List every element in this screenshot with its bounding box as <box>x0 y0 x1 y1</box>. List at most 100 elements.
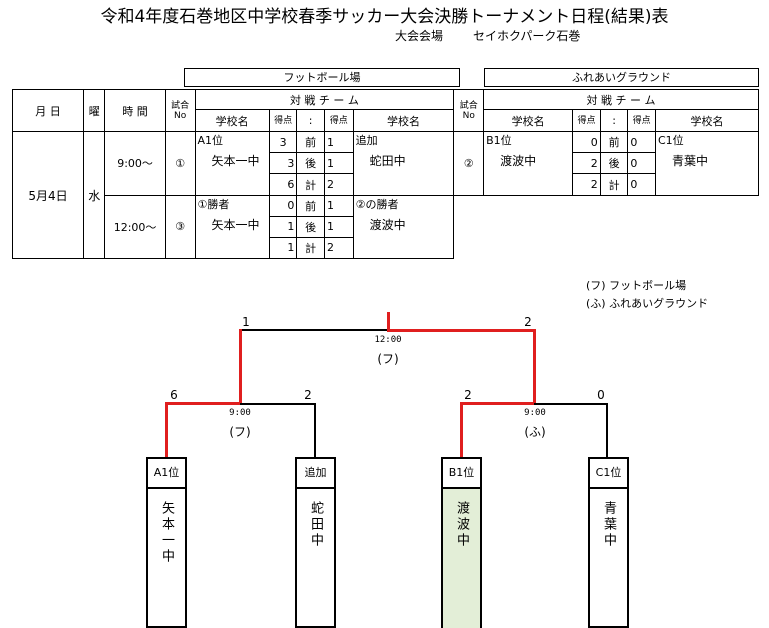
header-match-no: 試合No <box>164 88 196 133</box>
team-name: 渡波中 <box>500 154 537 169</box>
semi2-left-score: 2 <box>464 388 472 402</box>
header-score-2: 得点 <box>572 109 601 133</box>
header-match-no-2: 試合No <box>453 88 485 133</box>
score-left-2: 2 <box>572 173 601 196</box>
team-seed: 追加 <box>297 459 334 489</box>
time-cell: 12:00～ <box>104 194 166 260</box>
half-label: 後 <box>296 152 325 175</box>
team-box-c1: C1位 青葉中 <box>588 457 629 628</box>
final-left-score: 1 <box>242 315 250 329</box>
score-left: 3 <box>268 152 298 175</box>
score-left: 6 <box>268 173 298 196</box>
team-name: 青葉中 <box>601 501 616 549</box>
venue1-header: フットボール場 <box>184 68 460 87</box>
team-name: 渡波中 <box>454 501 469 549</box>
score-right: 2 <box>323 236 354 260</box>
final-venue: (フ) <box>377 352 399 366</box>
score-right: 1 <box>323 131 354 154</box>
half-label-2: 前 <box>599 131 629 154</box>
score-left: 0 <box>268 194 298 217</box>
team-name: 矢本一中 <box>211 154 260 169</box>
team-seed: A1位 <box>148 459 185 489</box>
score-right: 1 <box>323 152 354 175</box>
header-school-2: 学校名 <box>483 109 574 133</box>
semi1-time: 9:00 <box>229 408 251 418</box>
venue2-header: ふれあいグラウンド <box>484 68 759 87</box>
team-seed: B1位 <box>443 459 480 489</box>
venue-label: 大会会場 <box>395 29 444 43</box>
semi1-venue: (フ) <box>229 425 251 439</box>
semi1-left-score: 6 <box>170 388 178 402</box>
score-right-2: 0 <box>627 131 656 154</box>
score-left: 3 <box>268 131 298 154</box>
semi1-line-left <box>165 402 241 405</box>
semi2-left-vertical <box>460 402 463 458</box>
half-label-2: 後 <box>599 152 629 175</box>
final-right-score: 2 <box>524 315 532 329</box>
champion-line <box>387 312 390 331</box>
final-line-left <box>240 329 387 331</box>
header-teams: 対 戦 チ ー ム <box>194 88 455 111</box>
semi2-line-left <box>460 402 535 405</box>
legend-item-fureai: (ふ) ふれあいグラウンド <box>586 297 709 310</box>
score-right-2: 0 <box>627 152 656 175</box>
header-time: 時 間 <box>104 88 166 133</box>
half-label: 計 <box>296 173 325 196</box>
header-score-2: 得点 <box>627 109 656 133</box>
header-day: 曜 <box>83 88 106 133</box>
team-box-b1: B1位 渡波中 <box>441 457 482 628</box>
team-cell-right: 追加蛇田中 <box>352 131 455 196</box>
score-left-2: 2 <box>572 152 601 175</box>
semi2-venue: (ふ) <box>524 425 546 439</box>
team-cell-left: A1位矢本一中 <box>194 131 270 196</box>
header-school: 学校名 <box>194 109 270 133</box>
final-line-right <box>387 329 535 332</box>
final-time: 12:00 <box>374 335 402 345</box>
header-colon-2: : <box>599 109 629 133</box>
score-right: 1 <box>323 194 354 217</box>
team-cell-left-2: B1位渡波中 <box>483 131 574 196</box>
score-left-2: 0 <box>572 131 601 154</box>
header-school: 学校名 <box>352 109 455 133</box>
team-cell-right-2: C1位青葉中 <box>654 131 760 196</box>
seed-label: ①勝者 <box>197 197 230 211</box>
header-school-2: 学校名 <box>654 109 760 133</box>
half-label-2: 計 <box>599 173 629 196</box>
header-colon: : <box>296 109 325 133</box>
half-label: 後 <box>296 215 325 238</box>
match-no-cell: ① <box>164 131 196 196</box>
match-no-cell-2: ② <box>453 131 485 196</box>
team-name: 蛇田中 <box>369 154 406 169</box>
date-cell: 5月4日 <box>11 131 85 259</box>
header-date: 月 日 <box>11 88 85 133</box>
semi1-left-vertical <box>165 402 168 458</box>
team-seed: C1位 <box>590 459 627 489</box>
semi2-right-vertical <box>606 403 608 458</box>
team-cell-left: ①勝者矢本一中 <box>194 194 270 260</box>
team-cell-right: ②の勝者渡波中 <box>352 194 455 260</box>
semi1-right-vertical <box>314 403 316 458</box>
score-right-2: 0 <box>627 173 656 196</box>
score-left: 1 <box>268 215 298 238</box>
day-cell: 水 <box>83 131 106 259</box>
seed-label: B1位 <box>486 134 512 148</box>
team-name: 矢本一中 <box>159 501 174 565</box>
venue-name: セイホクパーク石巻 <box>473 29 581 43</box>
page-title: 令和4年度石巻地区中学校春季サッカー大会決勝トーナメント日程(結果)表 <box>100 7 669 27</box>
score-right: 2 <box>323 173 354 196</box>
score-right: 1 <box>323 215 354 238</box>
team-box-extra: 追加 蛇田中 <box>295 457 336 628</box>
team-box-a1: A1位 矢本一中 <box>146 457 187 628</box>
header-teams-2: 対 戦 チ ー ム <box>483 88 759 111</box>
header-score: 得点 <box>323 109 354 133</box>
seed-label: ②の勝者 <box>355 197 399 211</box>
seed-label: C1位 <box>657 134 684 148</box>
half-label: 前 <box>296 194 325 217</box>
schedule-table: 月 日 曜 時 間 試合No 対 戦 チ ー ム 試合No 対 戦 チ ー ム … <box>11 88 760 260</box>
final-right-vertical <box>533 329 536 404</box>
semi2-line-right <box>534 403 608 405</box>
team-name: 矢本一中 <box>211 217 260 232</box>
team-name: 渡波中 <box>369 217 406 232</box>
semi2-right-score: 0 <box>597 388 605 402</box>
header-score: 得点 <box>268 109 298 133</box>
